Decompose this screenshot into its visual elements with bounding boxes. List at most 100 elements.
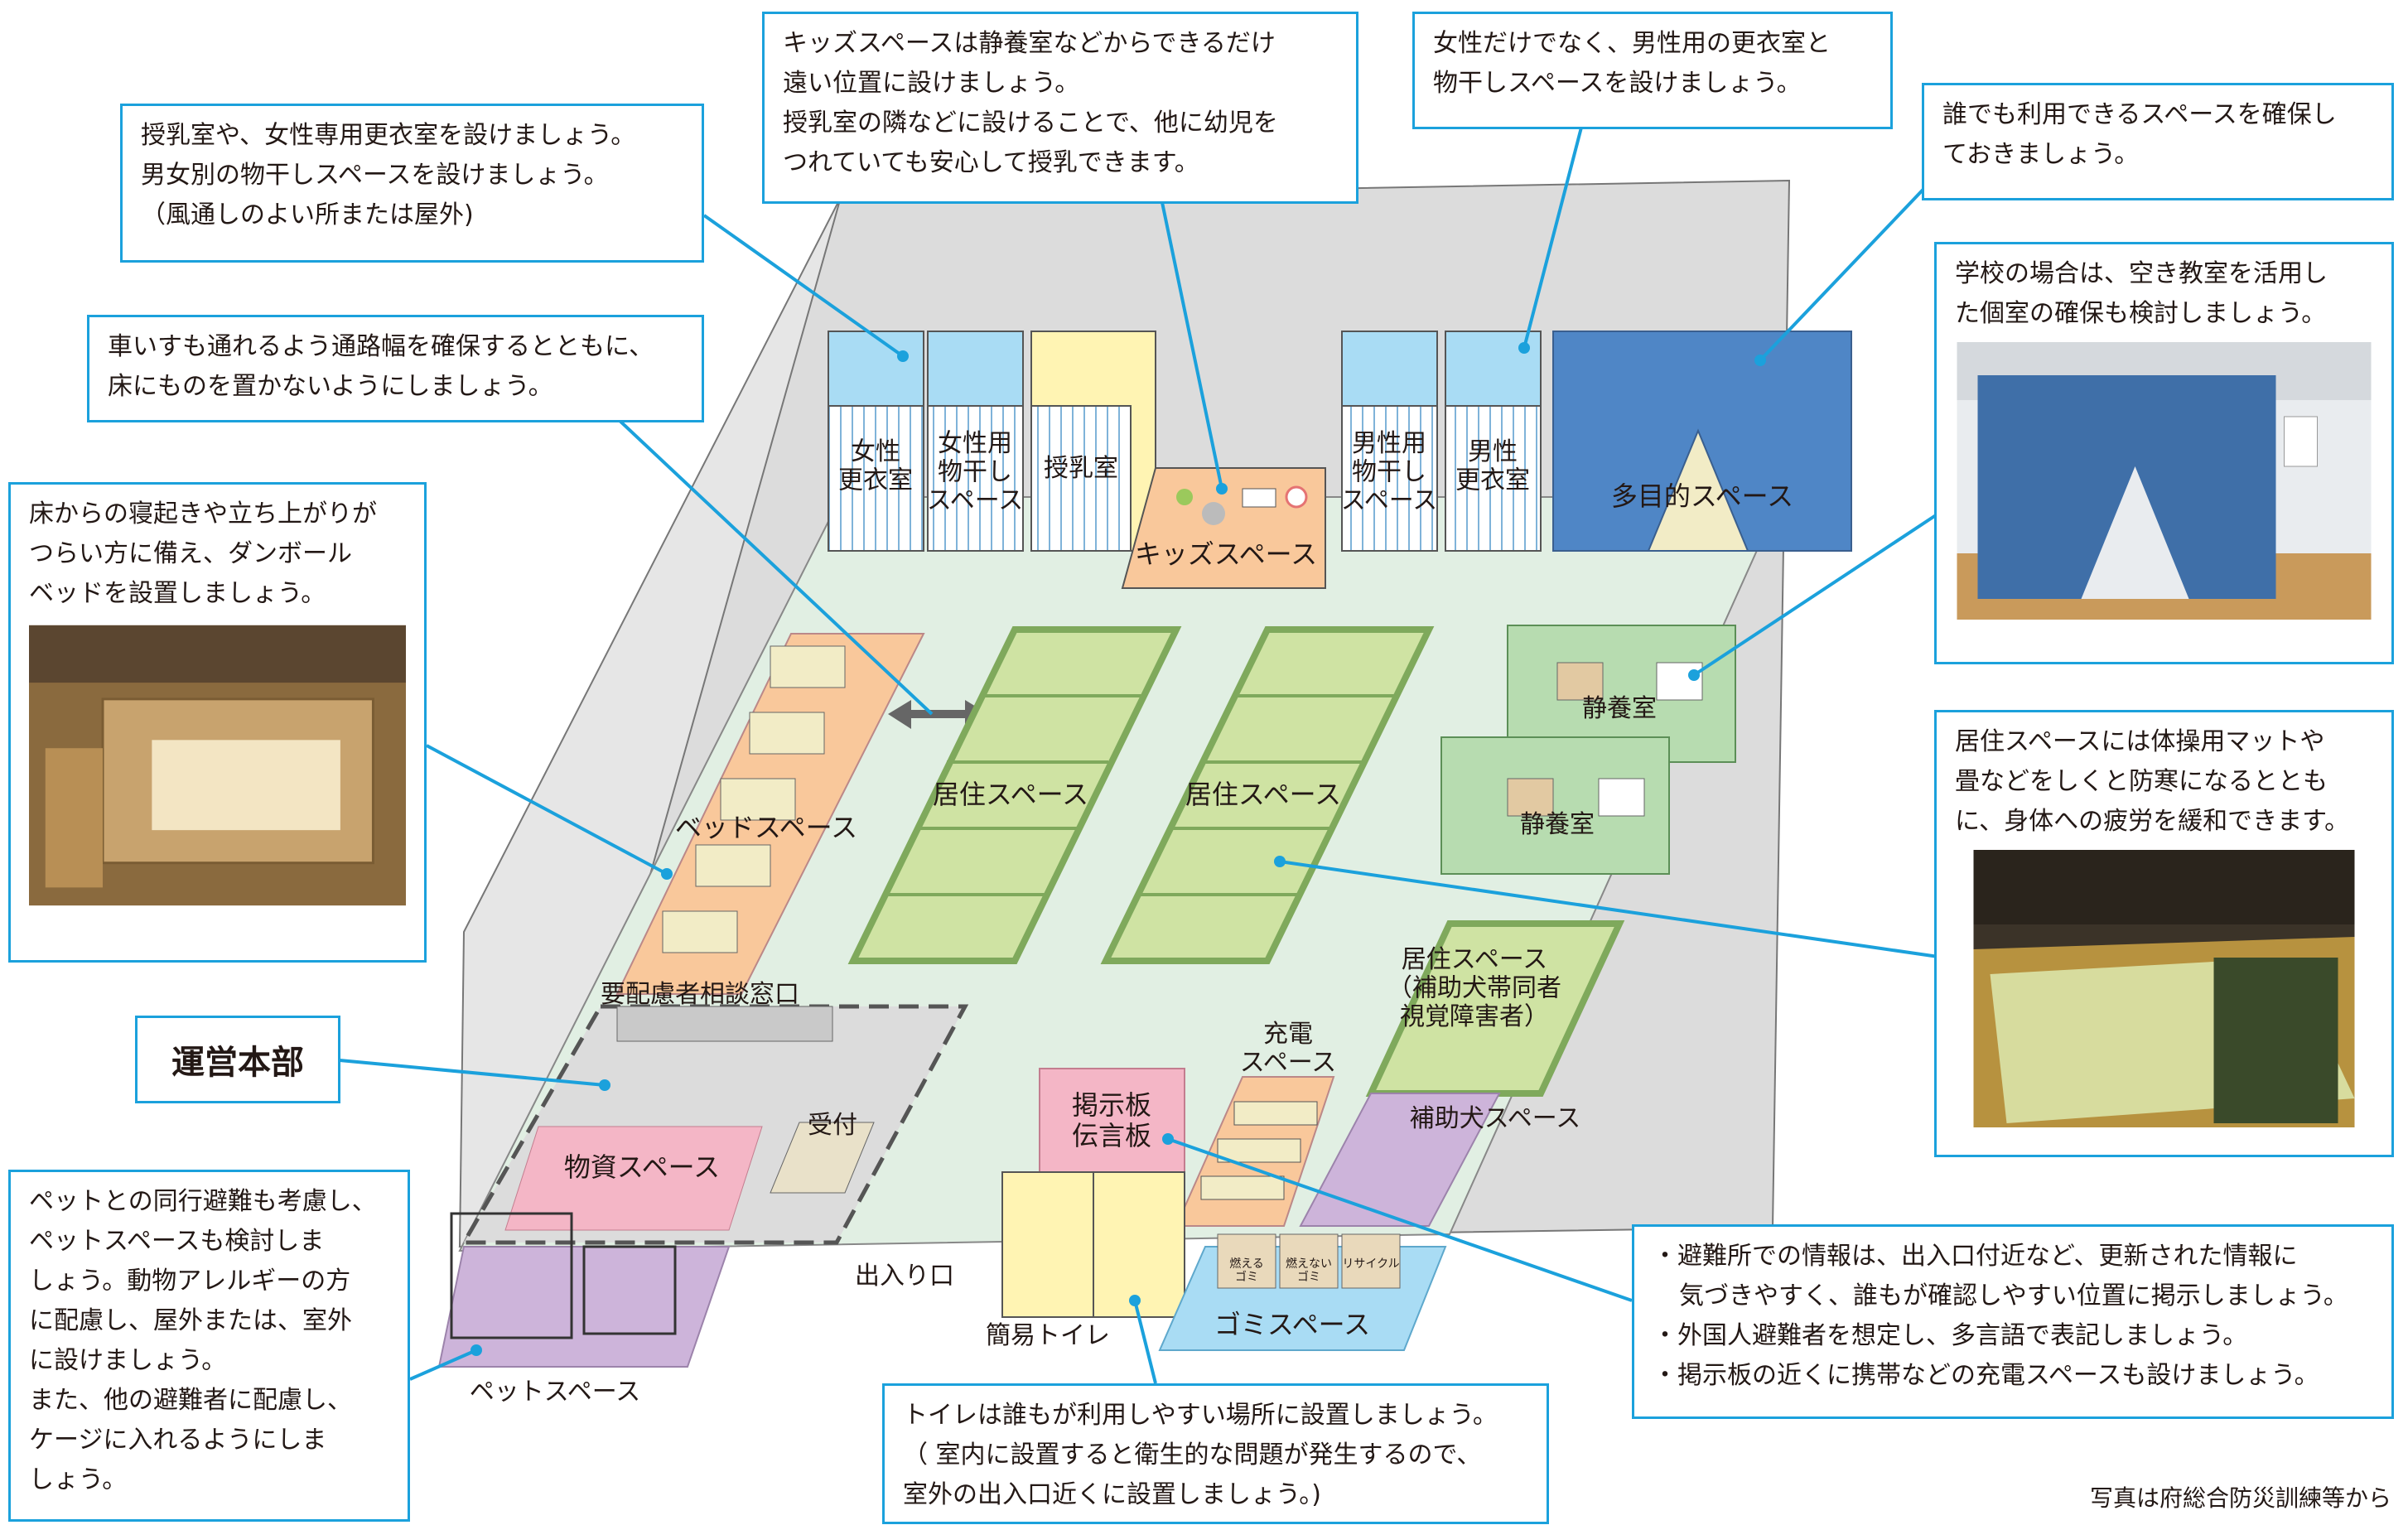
note-line: ・外国人避難者を想定し、多言語で表記しましょう。 — [1653, 1321, 2248, 1350]
area-label: 簡易トイレ — [986, 1321, 1110, 1350]
note-line: ペットとの同行避難も考慮し、 — [29, 1187, 377, 1216]
note-line: 室外の出入口近くに設置しましょう。) — [903, 1480, 1321, 1509]
women-dressing-room: 女性更衣室 — [828, 331, 924, 552]
connector-lines — [339, 123, 1940, 1384]
note-line: ケージに入れるようにしま — [29, 1426, 327, 1455]
living-space-2: 居住スペース — [1100, 626, 1435, 964]
photo-credit: 写真は府総合防災訓練等から — [2089, 1484, 2391, 1512]
note-line: 車いすも通れるよう通路幅を確保するとともに、 — [108, 332, 654, 361]
area-label: ペットスペース — [470, 1378, 640, 1407]
garbage-box-label: リサイクル — [1342, 1257, 1399, 1271]
area-label: 女性用物干しスペース — [927, 429, 1023, 515]
toilet-units: 簡易トイレ — [986, 1171, 1185, 1350]
area-label: 受付 — [808, 1111, 857, 1140]
pet-space: ペットスペース — [437, 1212, 731, 1407]
note-line: 床にものを置かないようにしましょう。 — [108, 372, 553, 401]
area-label: 充電スペース — [1240, 1020, 1336, 1078]
charging-space: 充電スペース — [1175, 1020, 1336, 1227]
note-line: （ 室内に設置すると衛生的な問題が発生するので、 — [903, 1441, 1482, 1470]
note-bulletin-board: ・避難所での情報は、出入口付近など、更新された情報に 気づきやすく、誰もが確認し… — [1632, 1224, 2394, 1419]
area-label: 居住スペース（補助犬帯同者視覚障害者） — [1387, 945, 1561, 1031]
bed-space: ベッドスペース — [615, 633, 925, 995]
note-pet: ペットとの同行避難も考慮し、 ペットスペースも検討しま しょう。動物アレルギーの… — [8, 1170, 410, 1522]
area-label: 授乳室 — [1044, 454, 1118, 483]
note-line: また、他の避難者に配慮し、 — [29, 1386, 352, 1415]
note-line: ペットスペースも検討しま — [29, 1227, 325, 1256]
kids-space: キッズスペース — [1121, 467, 1326, 589]
note-line: 居住スペースには体操用マットや — [1955, 727, 2325, 756]
note-line: 誰でも利用できるスペースを確保し — [1942, 100, 2337, 129]
note-line: つれていても安心して授乳できます。 — [783, 148, 1199, 177]
note-line: ・掲示板の近くに携帯などの充電スペースも設けましょう。 — [1653, 1361, 2319, 1390]
note-living-mat: 居住スペースには体操用マットや 畳などをしくと防寒になるととも に、身体への疲労… — [1934, 710, 2394, 1157]
garbage-box-label: 燃えるゴミ — [1229, 1257, 1264, 1284]
photo-gym-mats — [1973, 850, 2355, 1127]
note-bed: 床からの寝起きや立ち上がりが つらい方に備え、ダンボール ベッドを設置しましょう… — [8, 482, 427, 963]
note-multipurpose: 誰でも利用できるスペースを確保し ておきましょう。 — [1922, 83, 2394, 200]
rest-room-2: 静養室 — [1440, 736, 1670, 875]
area-label: 多目的スペース — [1611, 480, 1793, 512]
area-label: 居住スペース — [1185, 779, 1341, 810]
note-school: 学校の場合は、空き教室を活用し た個室の確保も検討しましょう。 — [1934, 242, 2394, 664]
area-label: 静養室 — [1520, 810, 1595, 839]
note-line: 男女別の物干しスペースを設けましょう。 — [141, 161, 609, 190]
note-line: 床からの寝起きや立ち上がりが — [29, 499, 377, 528]
note-line: （風通しのよい所または屋外) — [141, 200, 474, 229]
note-wheelchair: 車いすも通れるよう通路幅を確保するとともに、 床にものを置かないようにしましょう… — [87, 315, 704, 422]
note-line: 授乳室の隣などに設けることで、他に幼児を — [783, 109, 1278, 138]
hq-label-box: 運営本部 — [135, 1016, 340, 1103]
area-label: 要配慮者相談窓口 — [601, 980, 799, 1009]
note-line: に、身体への疲労を緩和できます。 — [1955, 807, 2350, 836]
men-laundry-room: 男性用物干しスペース — [1341, 331, 1438, 552]
note-line: つらい方に備え、ダンボール — [29, 539, 352, 568]
note-toilet: トイレは誰もが利用しやすい場所に設置しましょう。 （ 室内に設置すると衛生的な問… — [882, 1383, 1549, 1524]
multipurpose-space: 多目的スペース — [1552, 331, 1852, 552]
women-laundry-room: 女性用物干しスペース — [927, 331, 1024, 552]
note-line: 遠い位置に設けましょう。 — [783, 69, 1080, 98]
area-label: 男性更衣室 — [1455, 437, 1530, 495]
area-label: 補助犬スペース — [1410, 1104, 1580, 1133]
area-label: 女性更衣室 — [838, 437, 913, 495]
note-line: に配慮し、屋外または、室外 — [29, 1306, 352, 1335]
note-line: トイレは誰もが利用しやすい場所に設置しましょう。 — [903, 1401, 1498, 1430]
nursing-room: 授乳室 — [1030, 331, 1156, 552]
note-mens-room: 女性だけでなく、男性用の更衣室と 物干しスペースを設けましょう。 — [1412, 12, 1893, 129]
note-line: 学校の場合は、空き教室を活用し — [1955, 259, 2328, 288]
note-line: 授乳室や、女性専用更衣室を設けましょう。 — [141, 121, 636, 150]
note-line: ておきましょう。 — [1942, 140, 2140, 169]
hq-zone: 要配慮者相談窓口 受付 物資スペース — [460, 980, 969, 1245]
photo-cardboard-bed — [29, 625, 406, 906]
note-kids-space: キッズスペースは静養室などからできるだけ 遠い位置に設けましょう。 授乳室の隣な… — [762, 12, 1358, 204]
entrance-label: 出入り口 — [855, 1262, 954, 1291]
note-line: ベッドを設置しましょう。 — [29, 579, 326, 608]
note-line: に設けましょう。 — [29, 1346, 227, 1375]
area-label: 物資スペース — [564, 1151, 720, 1183]
area-label: 居住スペース — [933, 779, 1088, 810]
area-label: キッズスペース — [1135, 538, 1317, 570]
note-line: 物干しスペースを設けましょう。 — [1433, 69, 1802, 98]
men-dressing-room: 男性更衣室 — [1445, 331, 1542, 552]
photo-school-tent — [1957, 342, 2372, 620]
connector-dots — [471, 342, 1766, 1356]
guide-dog-space: 補助犬スペース — [1299, 1093, 1580, 1227]
note-line: キッズスペースは静養室などからできるだけ — [783, 29, 1276, 58]
note-line: ・避難所での情報は、出入口付近など、更新された情報に — [1653, 1242, 2298, 1271]
hq-label: 運営本部 — [171, 1044, 304, 1082]
note-line: 気づきやすく、誰もが確認しやすい位置に掲示しましょう。 — [1679, 1281, 2348, 1310]
note-nursing-room: 授乳室や、女性専用更衣室を設けましょう。 男女別の物干しスペースを設けましょう。… — [120, 104, 704, 263]
note-line: しょう。動物アレルギーの方 — [29, 1267, 351, 1296]
garbage-box-label: 燃えないゴミ — [1286, 1257, 1332, 1284]
living-space-guide-dog-users: 居住スペース（補助犬帯同者視覚障害者） — [1365, 920, 1625, 1097]
area-label: 静養室 — [1582, 694, 1657, 723]
area-label: 男性用物干しスペース — [1341, 429, 1437, 515]
area-label: 掲示板伝言板 — [1072, 1089, 1151, 1151]
note-line: た個室の確保も検討しましょう。 — [1955, 299, 2327, 328]
garbage-space: 燃えるゴミ 燃えないゴミ リサイクル ゴミスペース — [1158, 1233, 1447, 1351]
note-line: 畳などをしくと防寒になるととも — [1955, 767, 2328, 796]
area-label: ゴミスペース — [1214, 1309, 1370, 1340]
living-space-1: 居住スペース — [847, 626, 1182, 964]
note-line: 女性だけでなく、男性用の更衣室と — [1433, 29, 1831, 58]
note-line: しょう。 — [29, 1465, 128, 1494]
